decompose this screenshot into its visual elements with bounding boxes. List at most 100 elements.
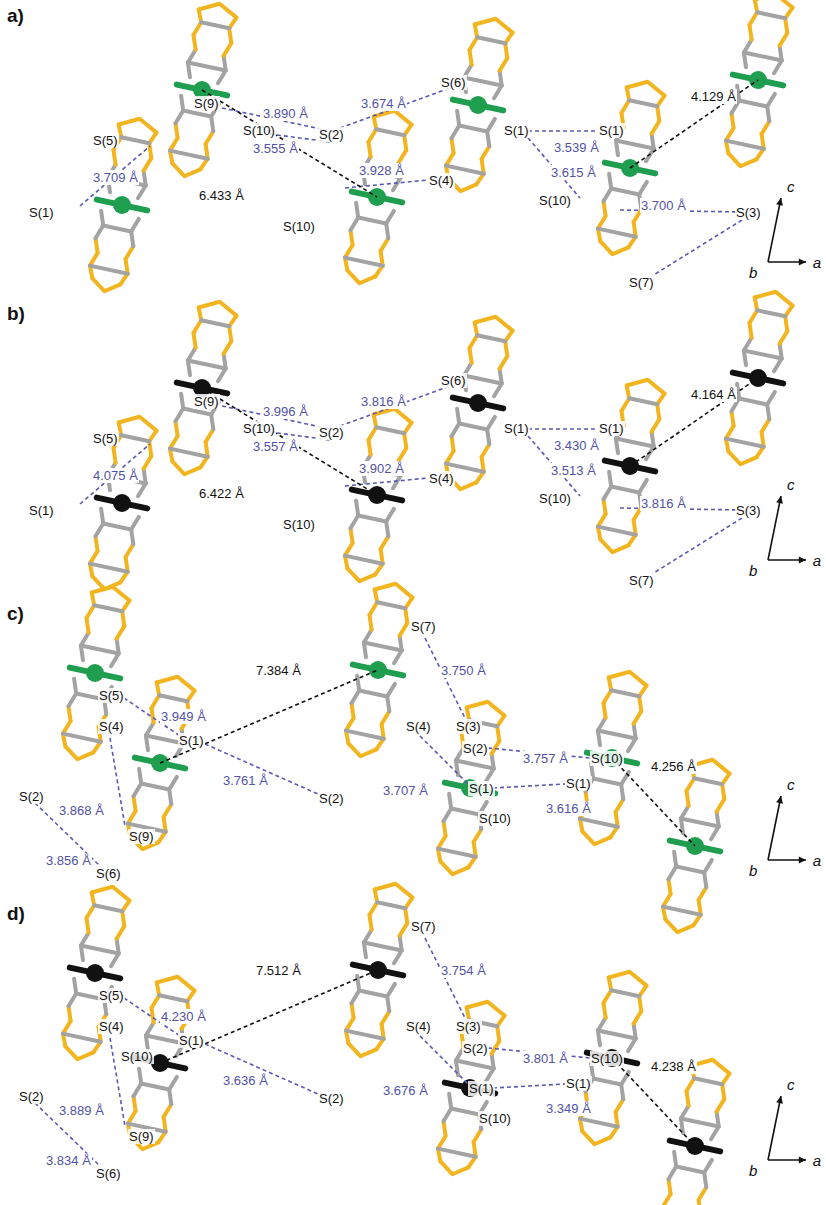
atom-label: S(1) (28, 205, 55, 220)
bond (103, 524, 131, 530)
bond (744, 338, 752, 351)
bond (580, 1119, 618, 1127)
contact-line (630, 80, 758, 168)
bond (464, 375, 502, 383)
bond (394, 651, 402, 664)
bond (194, 320, 202, 333)
bond (364, 642, 402, 650)
bond (732, 113, 734, 128)
molecule (438, 702, 505, 874)
bond (352, 1003, 354, 1018)
bond (446, 153, 454, 166)
bond (470, 37, 478, 50)
bond (744, 350, 782, 358)
panel-label: c) (6, 603, 25, 625)
atom-label: S(6) (95, 1166, 122, 1181)
bond (399, 448, 407, 461)
bond (497, 1026, 499, 1041)
bond (600, 539, 628, 552)
bond (627, 82, 665, 96)
atom-label: S(5) (92, 133, 119, 148)
bond (183, 409, 211, 415)
arrow-head (799, 1157, 806, 1164)
contact-line (80, 444, 150, 504)
atom-label: S(7) (628, 275, 655, 290)
contact-distance: 3.430 Å (553, 438, 600, 453)
bond (699, 887, 707, 900)
bond (704, 873, 706, 888)
bond (704, 1160, 712, 1173)
metal-distance: 4.256 Å (650, 759, 697, 774)
contact-line (345, 478, 428, 486)
bond (359, 991, 387, 997)
axis-line (768, 496, 781, 560)
bond (639, 182, 647, 195)
bond (704, 1173, 706, 1188)
contact-distance: 3.902 Å (358, 461, 405, 476)
bond (146, 1023, 154, 1036)
bond (170, 436, 178, 449)
atom-label: S(1) (468, 1081, 495, 1096)
bond (81, 933, 89, 946)
bond (381, 238, 389, 251)
atom-label: S(1) (598, 421, 625, 436)
bond (139, 1069, 141, 1084)
bond (144, 158, 152, 171)
bond (505, 341, 507, 356)
bond (181, 394, 183, 409)
atom-label: S(7) (410, 619, 437, 634)
bond (487, 132, 489, 147)
atom-label: S(1) (178, 1033, 205, 1048)
bond (604, 1003, 606, 1018)
bond (172, 163, 200, 176)
contact-distance: 3.555 Å (252, 141, 299, 156)
contact-line (630, 378, 758, 466)
bond (780, 331, 788, 344)
panel (35, 584, 806, 932)
contact-line (345, 180, 428, 188)
atom-label: S(3) (735, 503, 762, 518)
axis-label: c (786, 178, 796, 195)
bond (394, 951, 402, 964)
bond (188, 62, 226, 70)
atom-label: S(2) (462, 741, 489, 756)
contact-distance: 3.949 Å (160, 709, 207, 724)
bond (159, 995, 187, 1001)
panel (80, 0, 806, 291)
bond (692, 1060, 730, 1074)
axis-line (768, 1096, 781, 1160)
contact-line (205, 1044, 318, 1094)
contact-line (528, 130, 598, 132)
bond (65, 1046, 93, 1059)
bond (152, 1008, 154, 1023)
bond (63, 1021, 71, 1034)
bond (446, 451, 454, 464)
bond (170, 449, 208, 457)
bond (96, 524, 104, 537)
bond (704, 860, 712, 873)
bond (358, 218, 386, 224)
bond (487, 417, 495, 430)
bond (611, 487, 639, 493)
bond (144, 456, 152, 469)
atom-label: S(10) (478, 811, 512, 826)
contact-line (340, 88, 450, 128)
bond (452, 436, 454, 451)
axis-label: a (812, 254, 822, 271)
bond (382, 711, 390, 724)
bond (400, 623, 408, 636)
contact-line (80, 146, 150, 206)
bond (96, 238, 98, 253)
bond (117, 926, 125, 939)
bond (194, 333, 196, 348)
bond (74, 679, 76, 694)
bond (494, 86, 502, 99)
bond (440, 861, 468, 874)
bond (580, 819, 618, 827)
bond (593, 1079, 621, 1085)
axis-label: b (748, 862, 758, 879)
bond (774, 359, 782, 372)
bond (622, 100, 630, 113)
bond (152, 708, 154, 723)
bond (681, 818, 719, 826)
